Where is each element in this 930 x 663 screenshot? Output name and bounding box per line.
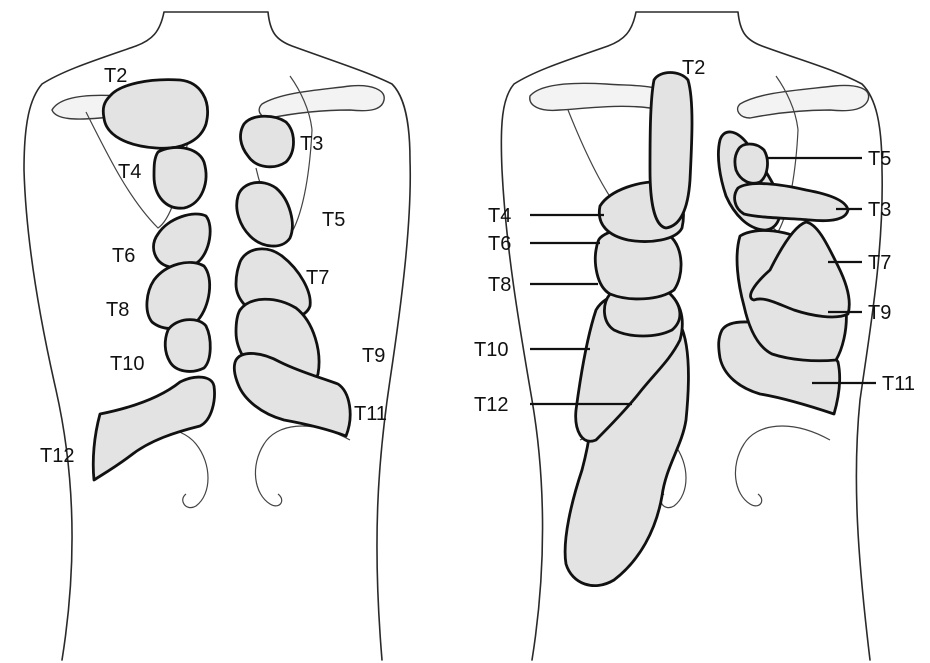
left-zone-t8 — [147, 262, 210, 328]
right-clavicle-right — [738, 86, 869, 118]
right-label-t12: T12 — [474, 394, 508, 416]
left-label-t4: T4 — [118, 161, 141, 183]
left-clavicle-right — [259, 86, 384, 118]
right-label-t8: T8 — [488, 274, 511, 296]
right-iliac-right — [735, 426, 830, 506]
right-label-t2: T2 — [682, 57, 705, 79]
left-zone-t6 — [154, 214, 211, 268]
left-zone-t2 — [103, 80, 207, 149]
right-label-t3: T3 — [868, 199, 891, 221]
left-label-t6: T6 — [112, 245, 135, 267]
right-label-t11: T11 — [882, 373, 915, 395]
right-zone-t5-cap — [735, 144, 768, 183]
right-label-t5: T5 — [868, 148, 891, 170]
right-zone-t2 — [650, 73, 692, 229]
right-label-t6: T6 — [488, 233, 511, 255]
right-label-t9: T9 — [868, 302, 891, 324]
left-label-t5: T5 — [322, 209, 345, 231]
left-zone-t5 — [237, 182, 293, 246]
left-label-t2: T2 — [104, 65, 127, 87]
left-zone-t10 — [165, 320, 210, 372]
right-zone-t3 — [735, 184, 848, 221]
left-zone-t12 — [93, 377, 214, 480]
left-zone-t3 — [241, 116, 294, 167]
left-label-t3: T3 — [300, 133, 323, 155]
left-label-t11: T11 — [354, 403, 387, 425]
right-label-t7: T7 — [868, 252, 891, 274]
left-label-t7: T7 — [306, 267, 329, 289]
right-clavicle-left — [530, 83, 669, 110]
right-torso-figure: T2 T5 T3 T4 T6 T7 T8 T9 T10 T11 T12 — [474, 12, 915, 660]
left-zone-t4 — [154, 147, 206, 208]
left-label-t12: T12 — [40, 445, 74, 467]
right-label-t10: T10 — [474, 339, 508, 361]
left-label-t10: T10 — [110, 353, 144, 375]
left-torso-figure: T2 T3 T4 T5 T6 T7 T8 T9 T10 T11 T12 — [24, 12, 410, 660]
left-label-t9: T9 — [362, 345, 385, 367]
right-label-t4: T4 — [488, 205, 511, 227]
left-label-t8: T8 — [106, 299, 129, 321]
left-iliac-right — [255, 426, 350, 506]
